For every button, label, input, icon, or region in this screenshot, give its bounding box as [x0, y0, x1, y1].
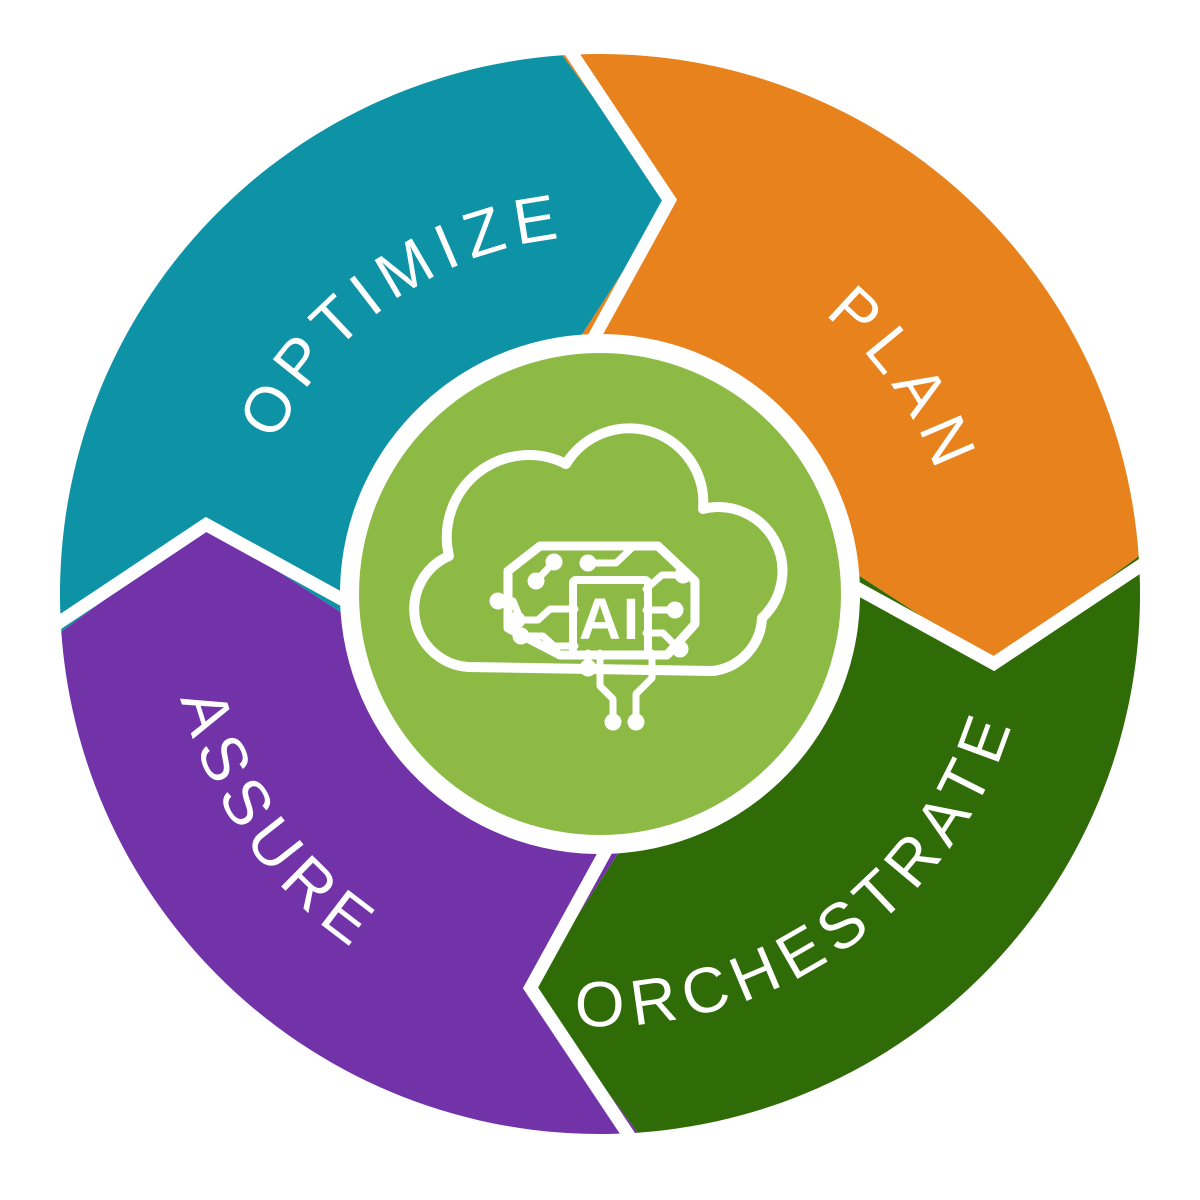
segment-dividers [39, 33, 1161, 1155]
circuit-trace [517, 632, 579, 650]
ai-chip [569, 576, 652, 659]
circuit-node [508, 611, 526, 629]
circuit-brain-outline [503, 541, 700, 660]
segment-divider [834, 549, 1161, 672]
circuit-node [671, 640, 689, 658]
circuit-node [604, 713, 622, 731]
circuit-trace [632, 649, 656, 719]
circuit-node [579, 554, 597, 572]
segment-orchestrate-shape [530, 556, 1141, 1133]
circuit-node [666, 601, 684, 619]
segment-optimize-shape [59, 55, 670, 632]
ai-cloud-icon: AI [409, 423, 788, 731]
segment-divider [555, 33, 678, 360]
circuit-node [512, 627, 530, 645]
circuit-node [545, 553, 563, 571]
circuit-nodes [489, 553, 692, 731]
segment-divider [39, 516, 366, 639]
ai-chip-label: AI [579, 587, 641, 652]
circuit-trace [584, 542, 638, 567]
segment-assure: ASSURE [61, 524, 638, 1135]
circuit-node [489, 592, 507, 610]
circuit-node [579, 659, 597, 677]
segment-assure-shape [61, 524, 638, 1135]
segment-divider [522, 828, 645, 1155]
segment-plan: PLAN [562, 53, 1139, 664]
circuit-trace [596, 649, 617, 719]
circuit-node [627, 713, 645, 731]
circuit-trace [513, 605, 579, 624]
cloud-icon [409, 423, 788, 676]
circuit-node [674, 566, 692, 584]
segment-plan-shape [562, 53, 1139, 664]
circuit-node [527, 572, 545, 590]
